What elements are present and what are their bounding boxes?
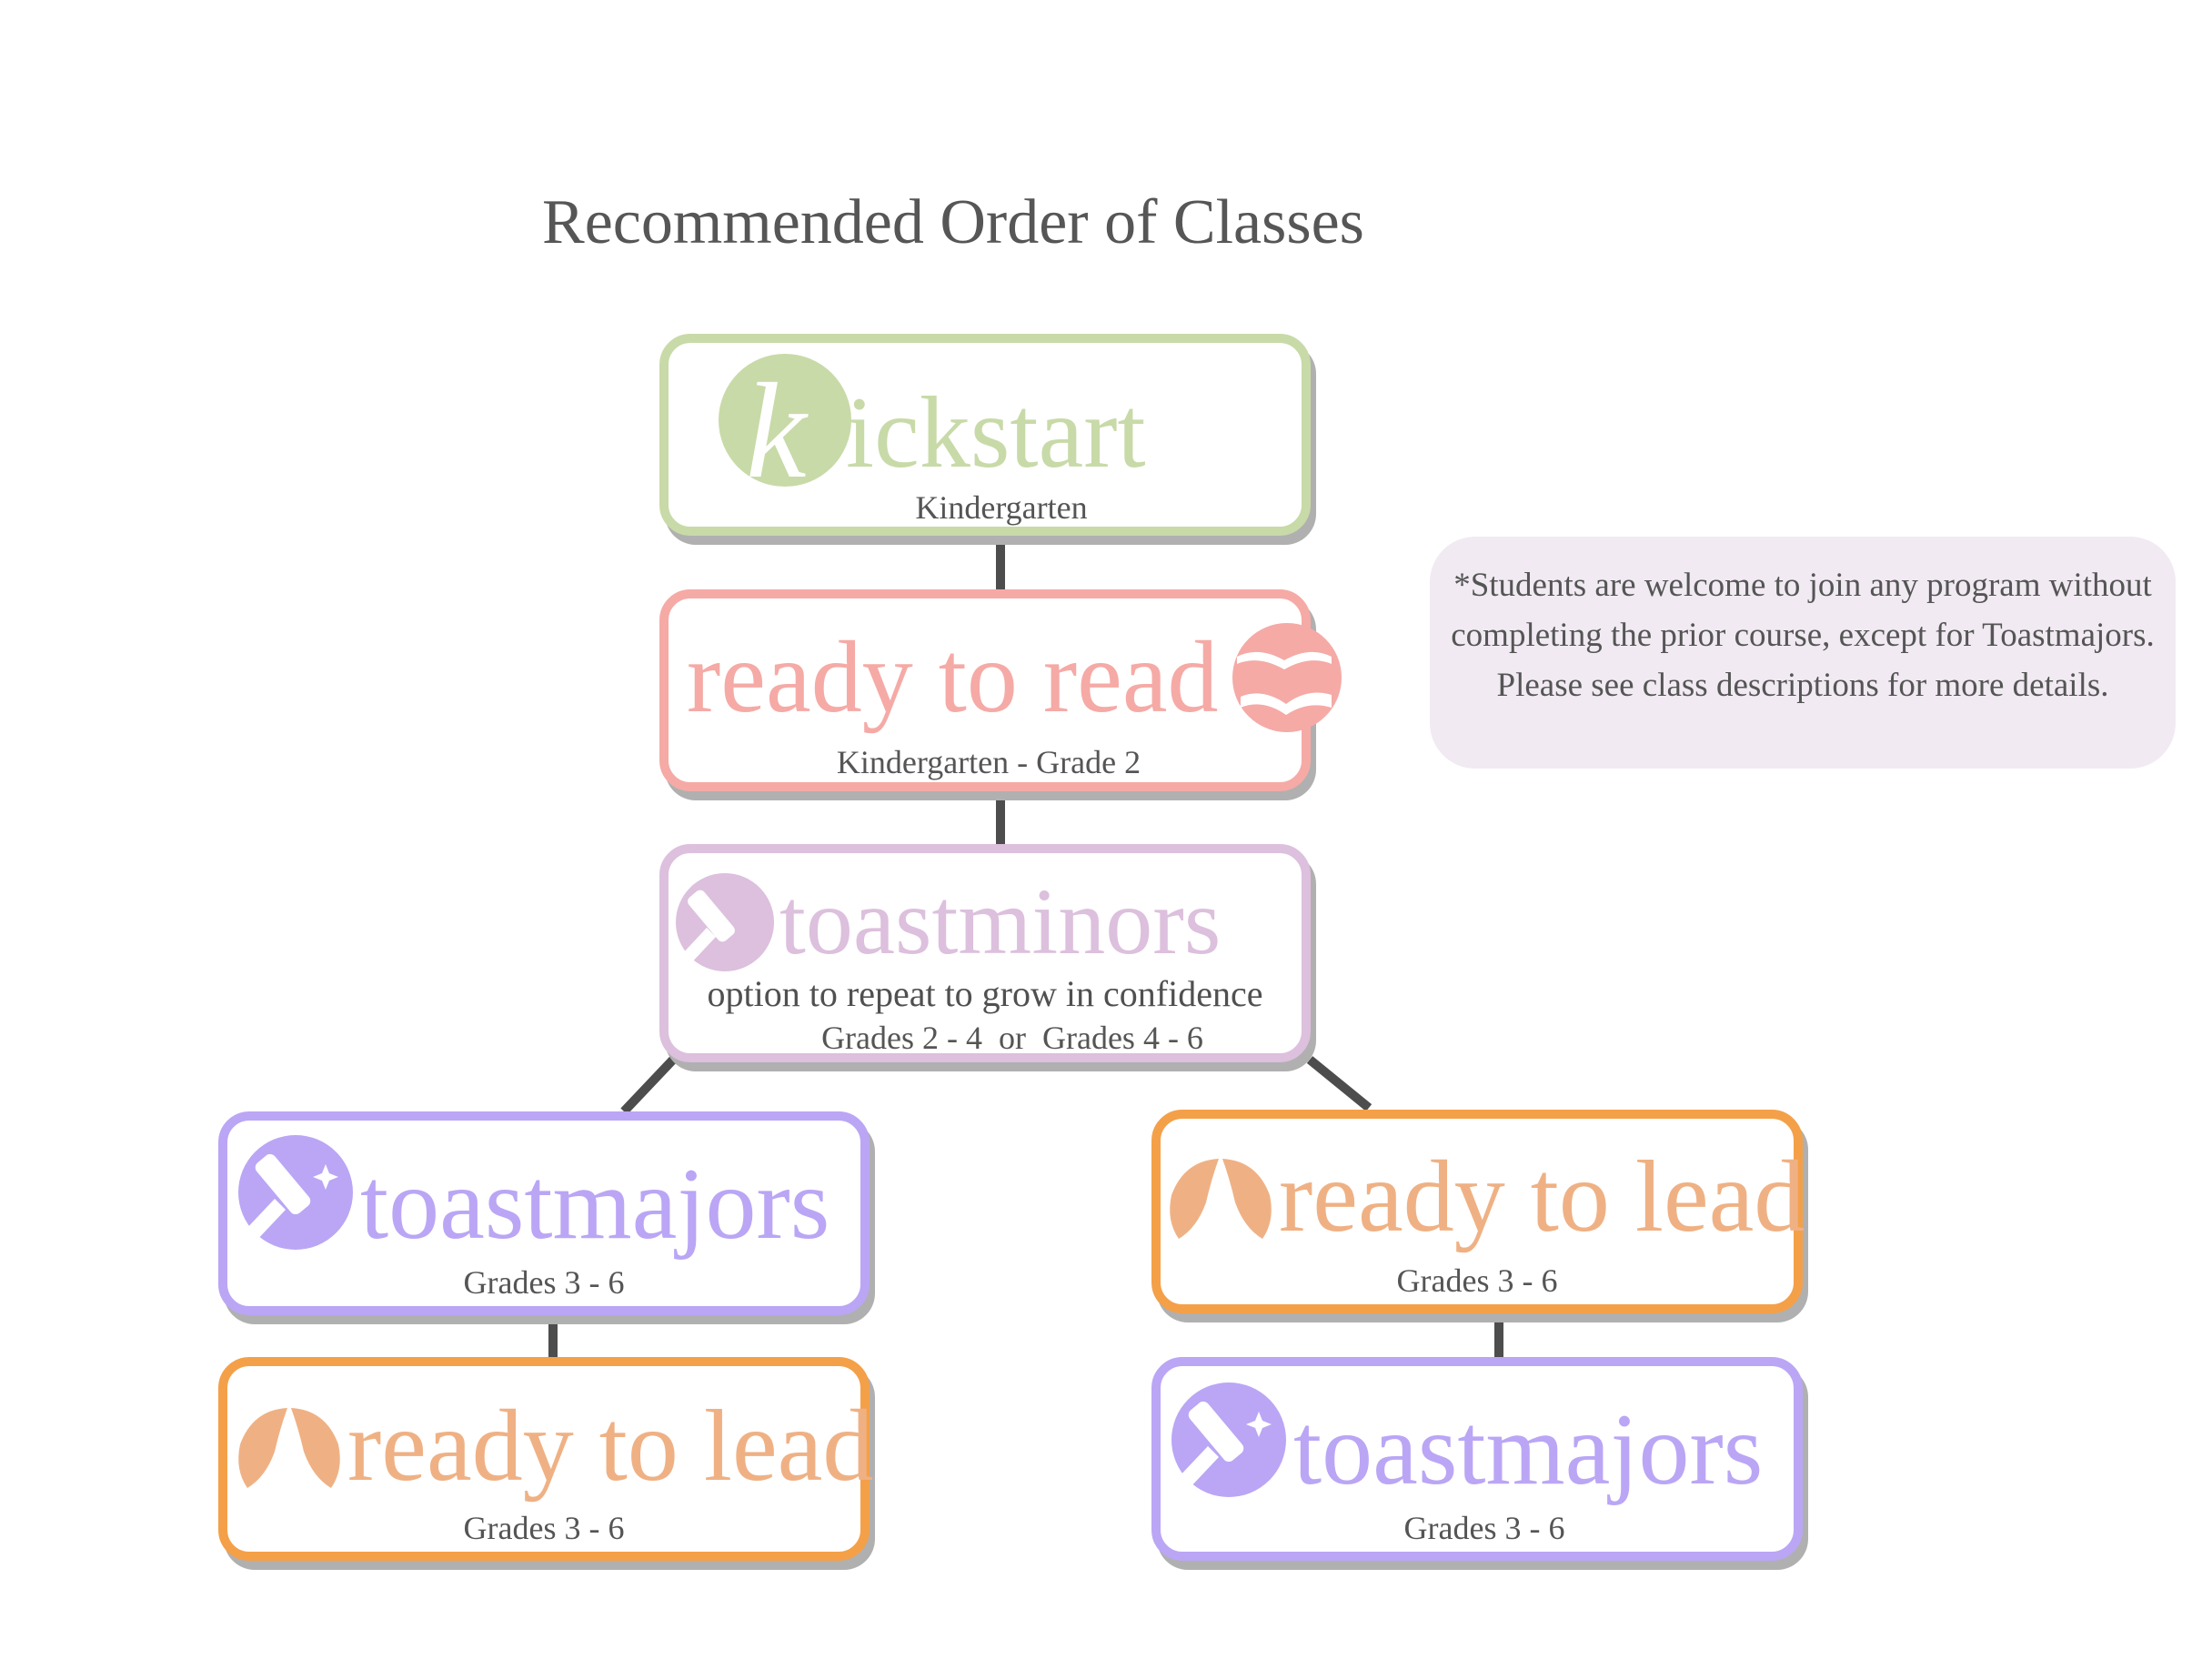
connector-toastminors-right (1306, 1056, 1372, 1111)
enrollment-note: *Students are welcome to join any progra… (1430, 537, 2176, 769)
class-card-left-toastmajors: toastmajors Grades 3 - 6 (218, 1111, 870, 1315)
left-ready-to-lead-logo-text: ready to lead (347, 1390, 874, 1503)
right-ready-to-lead-logo-text: ready to lead (1279, 1141, 1805, 1253)
left-ready-to-lead-grades: Grades 3 - 6 (463, 1510, 625, 1546)
left-ready-to-lead-logo: ready to lead (235, 1395, 873, 1497)
kickstart-grades: Kindergarten (915, 489, 1088, 526)
kickstart-logo-text: ickstart (846, 377, 1146, 489)
class-card-toastminors: toastminors option to repeat to grow in … (659, 844, 1311, 1062)
microphone-sparkle-icon (1171, 1382, 1286, 1497)
class-card-left-ready-to-lead: ready to lead Grades 3 - 6 (218, 1357, 873, 1561)
leaves-icon (238, 1408, 340, 1488)
kickstart-logo-initial: k (746, 356, 807, 507)
class-card-right-toastmajors: toastmajors Grades 3 - 6 (1151, 1357, 1803, 1561)
toastminors-repeat-note: option to repeat to grow in confidence (707, 973, 1263, 1014)
ready-to-read-grades: Kindergarten - Grade 2 (836, 744, 1141, 780)
kickstart-circle-k-icon (719, 354, 851, 487)
microphone-icon (676, 873, 774, 971)
right-ready-to-lead-logo: ready to lead (1166, 1146, 1805, 1248)
right-toastmajors-logo-text: toastmajors (1293, 1393, 1764, 1506)
page-title: Recommended Order of Classes (542, 187, 1364, 257)
left-toastmajors-logo: toastmajors (236, 1130, 830, 1255)
toastminors-grades: Grades 2 - 4 or Grades 4 - 6 (821, 1020, 1203, 1056)
microphone-sparkle-icon (238, 1135, 353, 1250)
toastminors-logo-text: toastminors (779, 870, 1222, 974)
connector-toastminors-left (620, 1056, 677, 1115)
class-card-right-ready-to-lead: ready to lead Grades 3 - 6 (1151, 1110, 1805, 1313)
left-toastmajors-logo-text: toastmajors (360, 1148, 830, 1261)
right-toastmajors-grades: Grades 3 - 6 (1403, 1510, 1565, 1546)
ready-to-read-logo: ready to read (687, 620, 1342, 735)
left-toastmajors-grades: Grades 3 - 6 (463, 1264, 625, 1301)
leaves-icon (1170, 1159, 1272, 1239)
ready-to-read-logo-text: ready to read (687, 621, 1219, 734)
class-card-ready-to-read: ready to read Kindergarten - Grade 2 (659, 589, 1342, 791)
right-toastmajors-logo: toastmajors (1170, 1379, 1763, 1501)
kickstart-logo: k ickstart (719, 354, 1146, 499)
class-card-kickstart: k ickstart Kindergarten (659, 334, 1311, 536)
right-ready-to-lead-grades: Grades 3 - 6 (1396, 1262, 1558, 1299)
book-icon (1232, 623, 1342, 732)
toastminors-logo: toastminors (674, 871, 1221, 973)
